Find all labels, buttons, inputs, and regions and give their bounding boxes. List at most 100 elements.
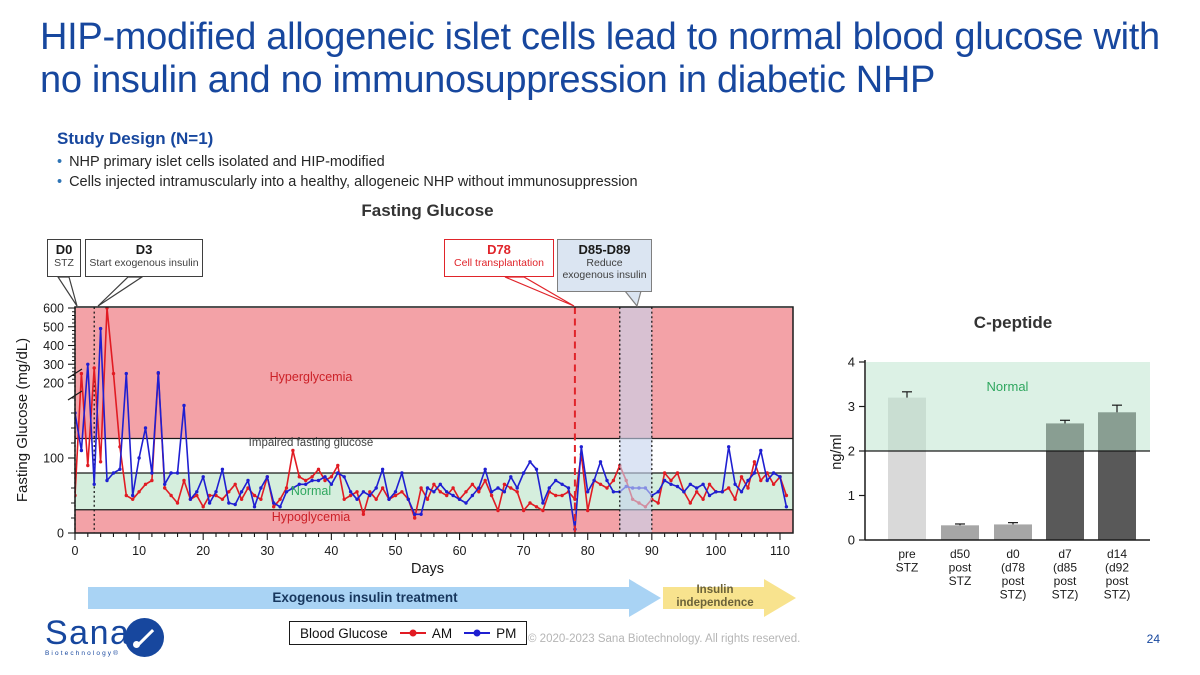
c-peptide-chart-title: C-peptide <box>973 313 1053 332</box>
y-tick-label: 500 <box>43 320 64 334</box>
y-tick-label: 400 <box>43 339 64 353</box>
legend-item-am: AM <box>399 626 452 641</box>
am-marker <box>304 478 308 483</box>
am-marker <box>380 486 385 490</box>
study-design-bullet: NHP primary islet cells isolated and HIP… <box>57 152 817 172</box>
pm-marker <box>246 478 250 483</box>
pm-marker <box>438 482 442 486</box>
am-marker <box>451 486 455 490</box>
normal-zone-label: Normal <box>987 379 1029 394</box>
am-marker <box>284 486 289 490</box>
pm-marker <box>79 448 84 453</box>
y-tick-label: 600 <box>43 302 64 316</box>
y-tick-label: 100 <box>43 452 64 466</box>
x-tick-label: 40 <box>324 544 338 558</box>
pm-marker <box>675 484 680 489</box>
callout-tail <box>504 276 575 307</box>
pm-marker <box>348 490 353 494</box>
am-marker <box>759 478 763 483</box>
callout-body: Start exogenous insulin <box>89 257 199 269</box>
pm-marker <box>336 471 340 475</box>
am-marker <box>278 497 282 501</box>
y-tick-label: 0 <box>848 533 855 548</box>
pm-marker <box>111 471 116 475</box>
am-marker <box>329 475 334 479</box>
pm-marker <box>720 490 724 494</box>
blood-glucose-legend: Blood Glucose AM PM <box>289 621 528 645</box>
pm-marker <box>445 490 449 494</box>
am-marker <box>752 460 757 464</box>
am-marker <box>297 475 301 479</box>
pm-marker <box>598 460 603 464</box>
am-marker <box>239 497 244 501</box>
callout-d3-start-insulin: D3 Start exogenous insulin <box>85 239 203 277</box>
am-marker <box>425 497 430 501</box>
am-marker <box>784 493 789 498</box>
sana-logo-circle-icon <box>125 618 164 657</box>
pm-marker <box>528 460 532 464</box>
pm-marker <box>86 362 90 366</box>
pm-marker <box>201 475 205 479</box>
am-marker <box>143 482 148 486</box>
am-marker <box>598 482 603 486</box>
insulin-independence-arrow <box>663 579 796 617</box>
pm-marker <box>727 445 731 449</box>
y-axis-title: ng/ml <box>829 434 845 469</box>
pm-marker <box>477 486 481 490</box>
y-tick-label: 4 <box>848 355 855 370</box>
pm-marker <box>406 497 410 501</box>
copyright-text: © 2020-2023 Sana Biotechnology. All righ… <box>528 633 801 645</box>
am-marker <box>92 366 96 370</box>
pm-marker <box>515 486 519 490</box>
pm-marker <box>143 426 148 430</box>
am-marker <box>79 371 84 376</box>
y-tick-label: 2 <box>848 444 855 459</box>
callout-body: Reduce exogenous insulin <box>562 257 647 281</box>
callout-title: D85-D89 <box>578 242 631 257</box>
am-marker <box>98 460 103 464</box>
pm-marker <box>92 482 96 486</box>
pm-marker <box>265 475 269 479</box>
am-marker <box>477 490 481 494</box>
pm-marker <box>361 490 366 494</box>
pm-marker <box>707 493 712 498</box>
pm-marker <box>733 482 737 486</box>
callout-title: D0 <box>55 242 73 257</box>
study-design-bullets: NHP primary islet cells isolated and HIP… <box>57 152 817 192</box>
pm-marker <box>579 445 583 449</box>
pm-marker <box>150 471 154 475</box>
am-marker <box>707 482 712 486</box>
study-design-bullet: Cells injected intramuscularly into a he… <box>57 172 817 192</box>
pm-marker <box>611 490 616 494</box>
am-dot-icon <box>409 629 417 637</box>
legend-item-label: PM <box>496 625 517 641</box>
exogenous-insulin-arrow-label: Exogenous insulin treatment <box>272 590 458 605</box>
am-marker <box>528 501 532 505</box>
pm-marker <box>169 471 173 475</box>
pm-marker <box>541 501 545 505</box>
sana-logo-subtext: Biotechnology® <box>45 650 121 657</box>
pm-marker <box>284 490 289 494</box>
am-marker <box>739 475 744 479</box>
sana-logo: Sana Biotechnology® <box>45 616 185 668</box>
am-marker <box>554 493 558 498</box>
pm-marker <box>118 467 122 471</box>
pm-marker <box>682 490 686 494</box>
axis-break-mark <box>67 390 83 401</box>
pm-marker <box>554 478 558 483</box>
pm-marker <box>368 493 372 498</box>
zone-hypoglycemia <box>75 509 793 533</box>
am-marker <box>195 493 199 498</box>
am-marker <box>348 493 353 498</box>
am-marker <box>259 497 263 501</box>
am-marker <box>124 493 128 498</box>
am-marker <box>675 471 680 475</box>
pm-marker <box>688 482 692 486</box>
am-marker <box>438 490 442 494</box>
pm-marker <box>502 490 507 494</box>
am-marker <box>573 497 577 501</box>
pm-marker <box>695 486 699 490</box>
pm-marker <box>457 497 462 501</box>
